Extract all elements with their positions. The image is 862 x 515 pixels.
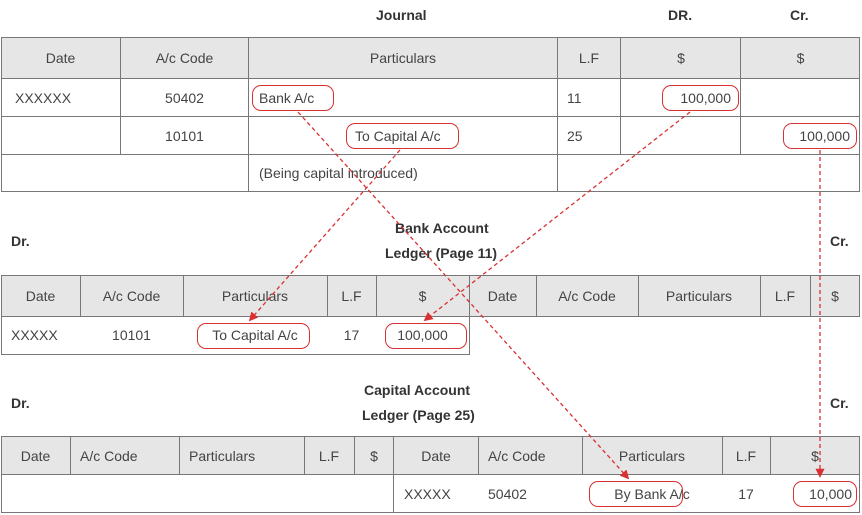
bank-header-particulars-dr: Particulars	[183, 275, 327, 316]
bank-row-code: 10101	[112, 327, 151, 343]
journal-row1-lf: 11	[567, 89, 582, 106]
capital-row-amount: 10,000	[809, 486, 852, 502]
capital-row-particulars: By Bank A/c	[614, 486, 690, 502]
journal-header-cr-amount: $	[741, 37, 860, 78]
capital-header-particulars-dr: Particulars	[179, 436, 304, 475]
bank-dr-label: Dr.	[11, 233, 30, 249]
capital-dr-label: Dr.	[11, 395, 30, 411]
capital-ledger-subtitle: Ledger (Page 25)	[362, 407, 475, 423]
capital-header-particulars-cr: Particulars	[582, 436, 722, 475]
bank-header-code-dr: A/c Code	[80, 275, 183, 316]
bank-ledger-subtitle: Ledger (Page 11)	[385, 245, 498, 261]
capital-header-lf-cr: L.F	[722, 436, 770, 475]
bank-cr-label: Cr.	[830, 233, 849, 249]
capital-row-lf: 17	[738, 486, 754, 502]
journal-header-date: Date	[1, 37, 120, 78]
capital-header-amount-dr: $	[354, 436, 394, 475]
bank-header-particulars-cr: Particulars	[638, 275, 760, 316]
highlight-journal-cr	[783, 123, 857, 149]
bank-header-lf-dr: L.F	[327, 275, 376, 316]
highlight-journal-dr	[662, 85, 739, 111]
bank-header-amount-dr: $	[376, 275, 469, 316]
capital-header-code-dr: A/c Code	[70, 436, 179, 475]
capital-row-code: 50402	[488, 486, 527, 502]
journal-narration: (Being capital introduced)	[259, 165, 418, 181]
capital-header-amount-cr: $	[770, 436, 860, 475]
highlight-bank-particulars	[197, 323, 310, 349]
capital-header-lf-dr: L.F	[304, 436, 354, 475]
capital-header-date-dr: Date	[1, 436, 70, 475]
bank-header-code-cr: A/c Code	[536, 275, 638, 316]
highlight-bank-amount	[385, 323, 467, 349]
journal-border	[1, 37, 860, 38]
bank-header-date-dr: Date	[1, 275, 80, 316]
bank-row-lf: 17	[343, 327, 360, 343]
journal-cr-label: Cr.	[790, 7, 809, 23]
highlight-bank-ac	[252, 85, 334, 111]
highlight-by-bank	[589, 481, 683, 507]
bank-header-amount-cr: $	[810, 275, 860, 316]
highlight-capital-amount	[793, 481, 857, 507]
journal-header-lf: L.F	[557, 37, 621, 78]
journal-header-code: A/c Code	[120, 37, 249, 78]
journal-title: Journal	[376, 7, 427, 23]
bank-ledger-border	[1, 275, 860, 276]
journal-row2-lf: 25	[567, 127, 583, 144]
highlight-to-capital	[346, 123, 459, 149]
bank-ledger-title: Bank Account	[395, 220, 489, 236]
journal-row1-date: XXXXXX	[15, 89, 72, 106]
capital-cr-label: Cr.	[830, 395, 849, 411]
capital-header-code-cr: A/c Code	[478, 436, 582, 475]
journal-dr-label: DR.	[668, 7, 693, 23]
journal-row2-code: 10101	[165, 127, 204, 144]
journal-row1-code: 50402	[165, 89, 204, 106]
bank-row-date: XXXXX	[11, 327, 58, 343]
bank-header-lf-cr: L.F	[760, 275, 810, 316]
capital-ledger-title: Capital Account	[364, 382, 471, 398]
journal-header-dr-amount: $	[621, 37, 741, 78]
bank-row-particulars: To Capital A/c	[212, 327, 298, 343]
bank-header-date-cr: Date	[469, 275, 536, 316]
capital-ledger-border	[1, 436, 860, 437]
journal-row1-particulars: Bank A/c	[259, 89, 315, 106]
capital-row-date: XXXXX	[404, 486, 451, 502]
capital-header-date-cr: Date	[394, 436, 478, 475]
journal-row1-dr: 100,000	[680, 89, 731, 106]
journal-row2-cr: 100,000	[799, 127, 850, 144]
journal-header-particulars: Particulars	[249, 37, 557, 78]
